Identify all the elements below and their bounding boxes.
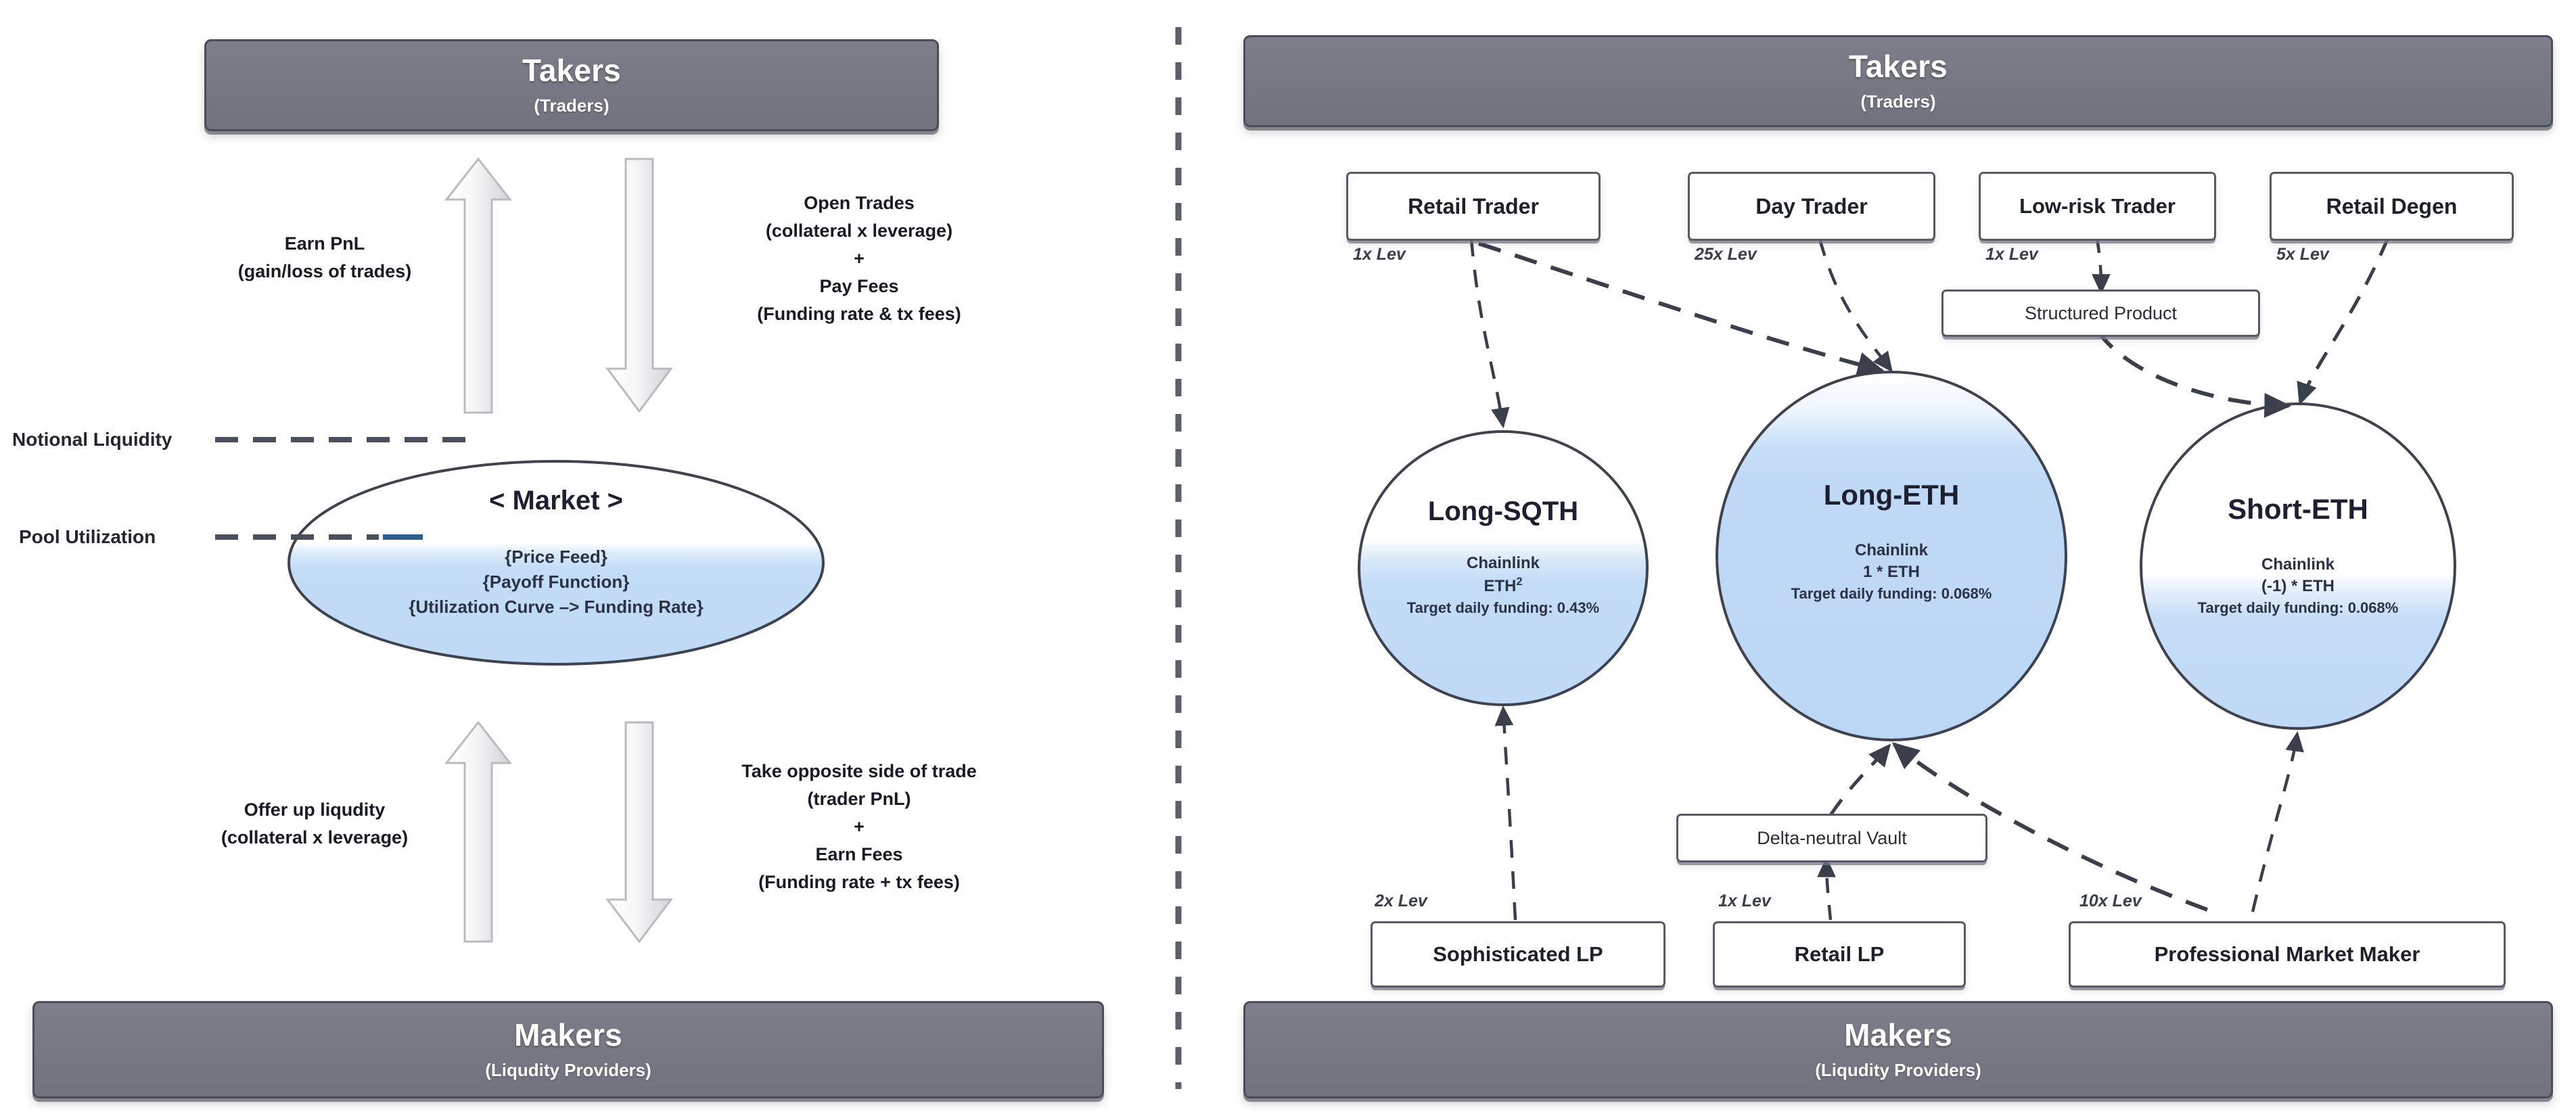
delta-neutral-vault-label: Delta-neutral Vault <box>1757 827 1907 848</box>
maker-box-professional-market-maker-label: Professional Market Maker <box>2154 942 2420 966</box>
left-makers-band: Makers (Liqudity Providers) <box>32 1001 1104 1098</box>
taker-open-trades-line2: (collateral x leverage) <box>765 221 953 241</box>
long-sqth-payoff: ETH2 <box>1484 574 1522 597</box>
edge-professional-market-maker-to-short-eth <box>2251 731 2304 912</box>
maker-offer-liquidity-label: Offer up liqudity (collateral x leverage… <box>183 796 446 852</box>
short-eth-title: Short-ETH <box>2228 493 2368 525</box>
long-eth-payoff: 1 * ETH <box>1862 563 1920 582</box>
edge-day-trader-to-long-eth <box>1818 238 1893 373</box>
maker-box-professional-market-maker[interactable]: Professional Market Maker <box>2069 921 2506 988</box>
maker-offer-liquidity-line2: (collateral x leverage) <box>221 827 409 848</box>
market-detail-utilization: {Utilization Curve –> Funding Rate} <box>409 596 704 617</box>
maker-take-opposite-label: Take opposite side of trade (trader PnL)… <box>676 758 1042 896</box>
edge-structured-product-to-short-eth <box>2095 329 2292 418</box>
taker-box-retail-trader-label: Retail Trader <box>1408 193 1539 218</box>
long-sqth-payoff-base: ETH <box>1484 577 1517 596</box>
maker-box-sophisticated-lp[interactable]: Sophisticated LP <box>1371 921 1665 988</box>
maker-take-opposite-line3: + <box>854 816 865 837</box>
short-eth-funding: Target daily funding: 0.068% <box>2197 599 2399 616</box>
right-makers-band: Makers (Liqudity Providers) <box>1243 1001 2553 1098</box>
long-sqth-funding: Target daily funding: 0.43% <box>1406 599 1600 616</box>
arrow-taker-open-trades <box>605 158 673 413</box>
right-makers-subtitle: (Liqudity Providers) <box>1815 1059 1981 1080</box>
taker-open-trades-line4: Pay Fees <box>819 276 899 297</box>
lev-label-professional-market-maker: 10x Lev <box>2079 891 2142 910</box>
taker-box-low-risk-trader-label: Low-risk Trader <box>2019 194 2176 218</box>
lev-label-retail-degen: 5x Lev <box>2276 245 2329 264</box>
long-eth-node[interactable]: Long-ETH Chainlink 1 * ETH Target daily … <box>1717 372 2066 740</box>
lev-label-low-risk-trader: 1x Lev <box>1985 245 2038 264</box>
right-takers-band: Takers (Traders) <box>1243 35 2553 127</box>
taker-open-trades-label: Open Trades (collateral x leverage) + Pa… <box>690 189 1028 328</box>
right-takers-subtitle: (Traders) <box>1860 91 1936 112</box>
lev-label-retail-lp: 1x Lev <box>1718 891 1771 910</box>
structured-product-box[interactable]: Structured Product <box>1941 289 2260 337</box>
long-eth-oracle: Chainlink <box>1854 541 1928 559</box>
delta-neutral-vault-box[interactable]: Delta-neutral Vault <box>1676 814 1987 862</box>
edge-low-risk-trader-to-structured-product <box>2092 237 2111 295</box>
maker-box-sophisticated-lp-label: Sophisticated LP <box>1433 942 1603 966</box>
long-sqth-oracle: Chainlink <box>1466 554 1540 572</box>
lev-label-day-trader: 25x Lev <box>1695 245 1757 264</box>
taker-earn-pnl-line1: Earn PnL <box>284 233 365 254</box>
taker-open-trades-line5: (Funding rate & tx fees) <box>757 304 961 325</box>
edge-sophisticated-lp-to-long-sqth <box>1494 705 1517 921</box>
edge-retail-lp-to-delta-neutral-vault <box>1817 856 1836 921</box>
pool-utilization-label: Pool Utilization <box>19 526 156 548</box>
taker-box-retail-trader[interactable]: Retail Trader <box>1346 172 1601 241</box>
notional-liquidity-label: Notional Liquidity <box>12 429 172 450</box>
taker-box-low-risk-trader[interactable]: Low-risk Trader <box>1979 172 2216 241</box>
edge-retail-trader-to-long-sqth <box>1469 238 1510 429</box>
market-node[interactable]: < Market > {Price Feed} {Payoff Function… <box>289 461 823 664</box>
lev-label-sophisticated-lp: 2x Lev <box>1375 891 1427 910</box>
market-title: < Market > <box>489 486 623 515</box>
market-detail-payoff: {Payoff Function} <box>482 571 630 592</box>
short-eth-payoff: (-1) * ETH <box>2261 577 2334 596</box>
maker-offer-liquidity-line1: Offer up liqudity <box>244 800 386 820</box>
short-eth-oracle: Chainlink <box>2261 555 2334 574</box>
edge-retail-trader-to-long-eth <box>1478 241 1885 377</box>
taker-box-day-trader-label: Day Trader <box>1755 193 1868 218</box>
left-takers-band: Takers (Traders) <box>204 39 939 131</box>
taker-earn-pnl-line2: (gain/loss of trades) <box>237 261 412 282</box>
taker-box-retail-degen[interactable]: Retail Degen <box>2270 172 2514 241</box>
maker-take-opposite-line4: Earn Fees <box>815 844 903 865</box>
market-detail-price-feed: {Price Feed} <box>505 547 607 567</box>
maker-box-retail-lp-label: Retail LP <box>1794 942 1885 966</box>
taker-box-retail-degen-label: Retail Degen <box>2326 193 2458 218</box>
left-makers-subtitle: (Liqudity Providers) <box>485 1059 651 1080</box>
maker-box-retail-lp[interactable]: Retail LP <box>1713 921 1966 988</box>
maker-take-opposite-line5: (Funding rate + tx fees) <box>758 872 960 893</box>
left-takers-subtitle: (Traders) <box>534 95 610 116</box>
arrow-taker-earn-pnl <box>444 157 513 414</box>
taker-box-day-trader[interactable]: Day Trader <box>1688 172 1935 241</box>
left-takers-title: Takers <box>522 53 622 89</box>
right-makers-title: Makers <box>1844 1017 1952 1053</box>
left-makers-title: Makers <box>514 1017 622 1053</box>
taker-earn-pnl-label: Earn PnL (gain/loss of trades) <box>203 230 446 285</box>
taker-open-trades-line3: + <box>854 248 865 269</box>
taker-open-trades-line1: Open Trades <box>804 193 915 213</box>
long-eth-title: Long-ETH <box>1823 479 1960 511</box>
structured-product-label: Structured Product <box>2024 302 2178 323</box>
notional-liquidity-text: Notional Liquidity <box>12 429 172 450</box>
long-sqth-payoff-exponent: 2 <box>1516 576 1523 588</box>
maker-take-opposite-line1: Take opposite side of trade <box>741 761 977 781</box>
pool-utilization-text: Pool Utilization <box>19 526 156 547</box>
edge-delta-neutral-vault-to-long-eth <box>1828 743 1891 816</box>
arrow-maker-offer-liquidity <box>444 720 513 943</box>
arrow-maker-take-opposite <box>605 721 674 944</box>
right-takers-title: Takers <box>1848 49 1948 85</box>
long-sqth-title: Long-SQTH <box>1427 496 1579 526</box>
maker-take-opposite-line2: (trader PnL) <box>807 789 911 810</box>
long-eth-funding: Target daily funding: 0.068% <box>1791 584 1992 602</box>
short-eth-node[interactable]: Short-ETH Chainlink (-1) * ETH Target da… <box>2141 404 2455 728</box>
long-sqth-node[interactable]: Long-SQTH Chainlink ETH2 Target daily fu… <box>1359 432 1647 705</box>
lev-label-retail-trader: 1x Lev <box>1353 245 1406 264</box>
